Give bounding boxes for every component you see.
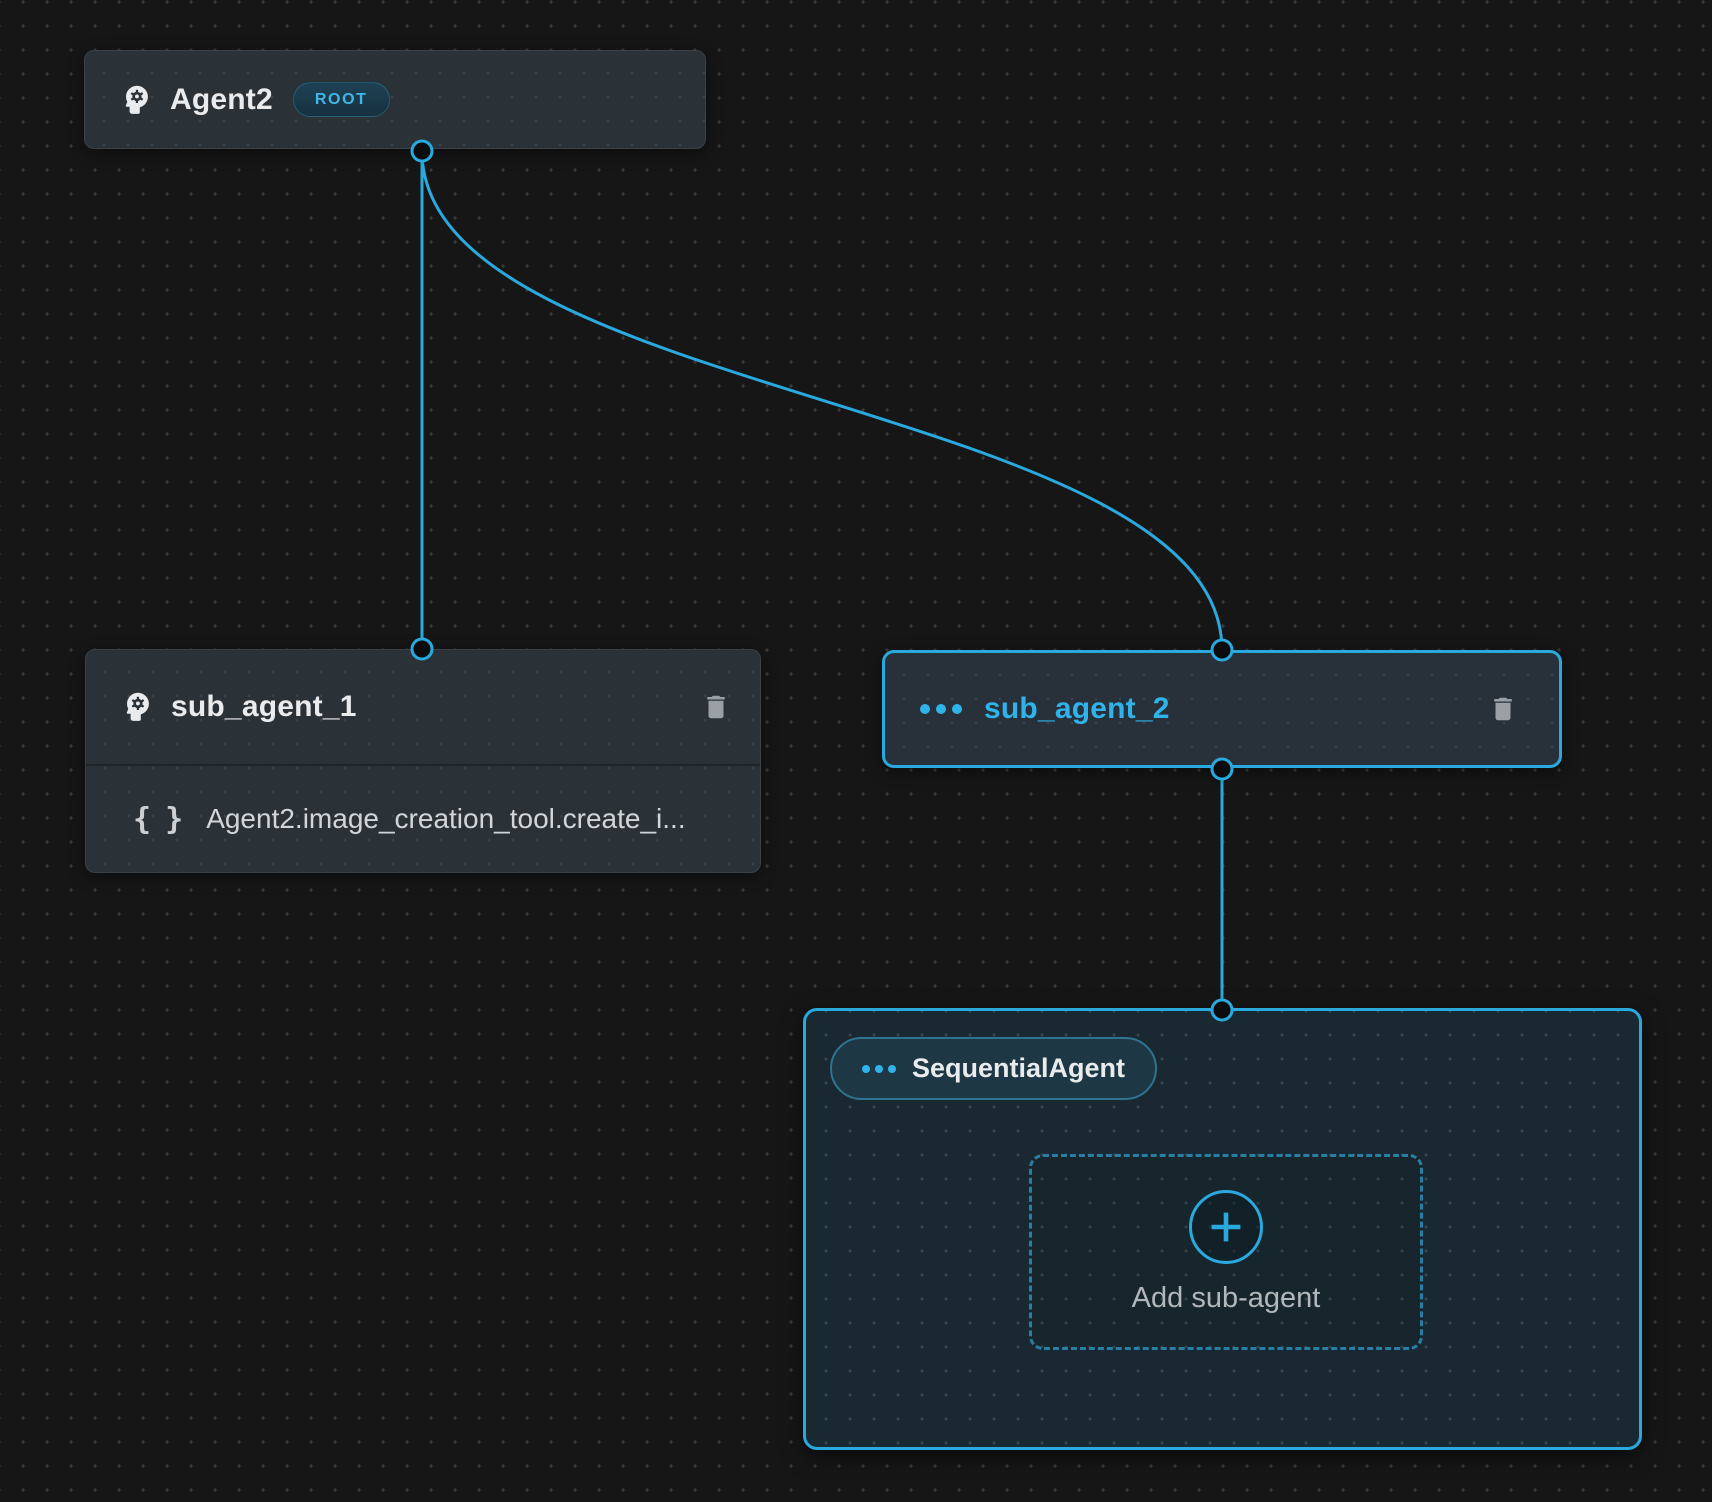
handle-sub-agent-1-top[interactable]	[410, 637, 434, 661]
node-header: sub_agent_1	[86, 650, 760, 764]
node-title: Agent2	[170, 82, 273, 116]
node-title: sub_agent_1	[171, 690, 357, 723]
add-sub-agent-label: Add sub-agent	[1131, 1281, 1321, 1314]
agent-type-chip: SequentialAgent	[830, 1037, 1158, 1100]
delete-button[interactable]	[698, 689, 734, 725]
tool-row[interactable]: { } Agent2.image_creation_tool.create_i.…	[86, 766, 760, 872]
node-title: sub_agent_2	[984, 692, 1170, 725]
edge-agent2-to-sub-agent-2[interactable]	[420, 150, 1224, 651]
tool-reference: Agent2.image_creation_tool.create_i...	[206, 803, 686, 834]
braces-icon: { }	[133, 801, 183, 837]
add-sub-agent-button[interactable]: Add sub-agent	[1029, 1154, 1423, 1350]
handle-sub-agent-2-top[interactable]	[1210, 638, 1234, 662]
psychology-icon	[117, 82, 153, 118]
plus-icon	[1189, 1189, 1263, 1264]
ellipsis-icon	[920, 704, 962, 714]
agent-type-label: SequentialAgent	[912, 1053, 1126, 1083]
root-badge: ROOT	[292, 82, 390, 117]
ellipsis-icon	[862, 1064, 896, 1073]
node-agent2[interactable]: Agent2 ROOT	[84, 50, 706, 149]
handle-agent2-bottom[interactable]	[410, 139, 434, 163]
psychology-icon	[118, 689, 154, 725]
delete-button[interactable]	[1485, 691, 1521, 727]
node-sub-agent-2[interactable]: sub_agent_2	[882, 650, 1562, 768]
handle-sub-agent-2-bottom[interactable]	[1210, 757, 1234, 781]
node-sequential-agent[interactable]: SequentialAgent Add sub-agent	[803, 1008, 1642, 1450]
node-divider	[86, 764, 760, 766]
node-sub-agent-1[interactable]: sub_agent_1 { } Agent2.image_creation_to…	[85, 649, 761, 873]
handle-sequential-agent-top[interactable]	[1210, 998, 1234, 1022]
